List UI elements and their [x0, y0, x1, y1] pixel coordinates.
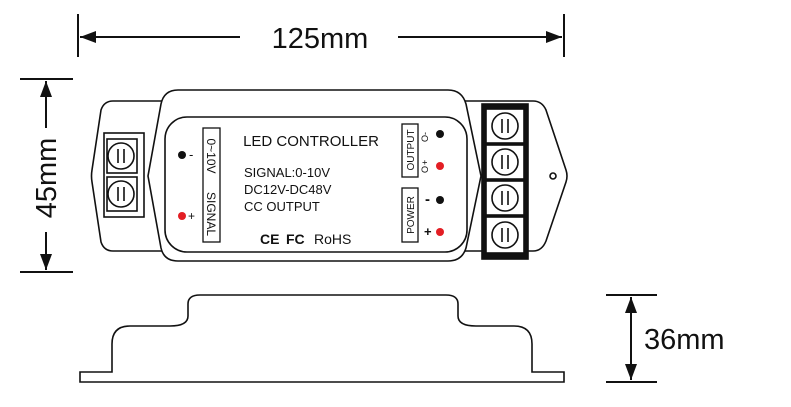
height-dimension: [20, 78, 73, 273]
signal-range-label: 0~10V: [204, 138, 218, 173]
input-terminal-block: [103, 132, 145, 218]
output-minus-dot: [436, 130, 444, 138]
output-label: OUTPUT: [406, 129, 417, 170]
spec-line-2: DC12V-DC48V: [244, 182, 332, 197]
power-plus-dot: [436, 228, 444, 236]
depth-dimension: [606, 294, 657, 383]
input-plus-sign: +: [188, 209, 195, 223]
fc-mark: FC: [286, 231, 305, 247]
output-plus-dot: [436, 162, 444, 170]
output-power-terminal-block: [481, 103, 529, 260]
output-label-box: OUTPUT: [401, 123, 419, 178]
spec-line-1: SIGNAL:0-10V: [244, 165, 330, 180]
controller-side-view: [79, 294, 565, 383]
rohs-mark: RoHS: [314, 231, 351, 247]
power-minus-dot: [436, 196, 444, 204]
product-title: LED CONTROLLER: [243, 133, 379, 150]
spec-line-3: CC OUTPUT: [244, 199, 320, 214]
input-minus-dot: [178, 151, 186, 159]
output-plus-sign: +: [420, 160, 430, 165]
side-body: [79, 294, 565, 383]
output-plus-prefix: O: [420, 166, 430, 173]
output-minus-prefix: O: [420, 135, 430, 142]
power-label: POWER: [406, 196, 417, 234]
mounting-hole: [549, 172, 557, 180]
input-minus-sign: -: [189, 147, 193, 162]
output-minus-sign: -: [420, 132, 430, 135]
signal-name-label: SIGNAL: [204, 192, 218, 236]
depth-label: 36mm: [644, 324, 725, 356]
signal-label-box: 0~10V SIGNAL: [202, 127, 221, 243]
power-plus-sign: +: [424, 224, 432, 239]
ce-mark: CE: [260, 231, 279, 247]
input-plus-dot: [178, 212, 186, 220]
width-dimension: [77, 14, 565, 57]
height-label: 45mm: [31, 138, 63, 219]
width-label: 125mm: [272, 23, 369, 55]
power-minus-sign: -: [425, 191, 430, 208]
power-label-box: POWER: [401, 187, 419, 243]
label-panel: [164, 116, 468, 253]
